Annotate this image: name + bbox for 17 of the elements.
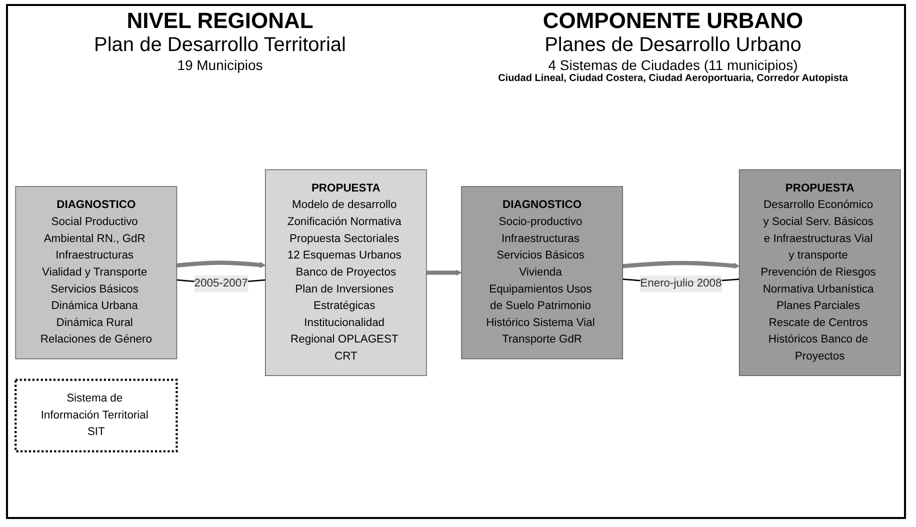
node-box: Sistema de Información Territorial SIT	[14, 378, 178, 452]
note: Ciudad Lineal, Ciudad Costera, Ciudad Aeroportuaria, Corredor Autopista	[498, 73, 848, 84]
node-box: PROPUESTA Modelo de desarrollo Zonificación Normativa Propuesta Sectoriales 12 Esquemas Urbanos Banco de Proyectos Plan de Inversiones Estratégicas Institucionalidad Regional OPLAGEST CRT	[265, 169, 427, 376]
heading: NIVEL REGIONAL	[126, 8, 314, 34]
subheading: Plan de Desarrollo Territorial	[94, 34, 346, 57]
edge-label: 2005-2007	[194, 278, 248, 290]
arrow	[176, 260, 266, 268]
node-box: PROPUESTA Desarrollo Económico y Social Serv. Básicos e Infraestructuras Vial y transporte Prevención de Riesgos Normativa Urbanística Planes Parciales Rescate de Centros Históricos Banco de Proyectos	[738, 169, 901, 376]
edge-label: Enero-julio 2008	[640, 278, 722, 290]
subheading: Planes de Desarrollo Urbano	[544, 34, 802, 57]
arrow	[622, 260, 740, 269]
heading: COMPONENTE URBANO	[542, 8, 804, 34]
subtitle: 19 Municipios	[177, 57, 263, 73]
subtitle: 4 Sistemas de Ciudades (11 municipios)	[548, 57, 798, 73]
node-box: DIAGNOSTICO Social Productivo Ambiental RN., GdR Infraestructuras Vialidad y Transporte Servicios Básicos Dinámica Urbana Dinámica Rural Relaciones de Género	[15, 186, 178, 360]
node-box: DIAGNOSTICO Socio-productivo Infraestructuras Servicios Básicos Vivienda Equipamientos Usos de Suelo Patrimonio Histórico Sistema Vial Transporte GdR	[461, 186, 623, 360]
arrow	[426, 270, 462, 276]
